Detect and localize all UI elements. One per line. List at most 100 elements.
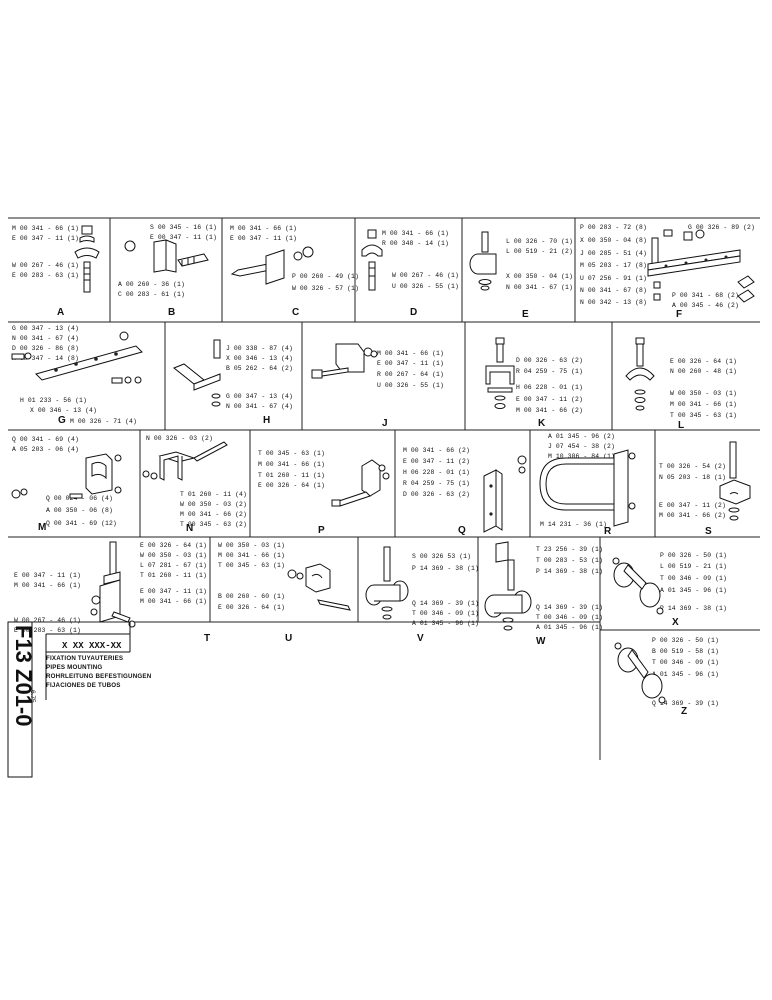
part-label: B 00 260 - 60 (1) [218, 593, 285, 600]
part-label: P 00 260 - 49 (1) [292, 273, 359, 280]
part-label: Q 14 369 - 39 (1) [536, 604, 603, 611]
part-label: E 00 347 - 11 (1) [377, 360, 444, 367]
part-label: U 00 326 - 55 (1) [392, 283, 459, 290]
panel-letter: B [168, 307, 176, 318]
part-label: M 00 341 - 66 (2) [180, 511, 247, 518]
part-label: Q 14 369 - 39 (1) [412, 600, 479, 607]
panel-letter: S [705, 526, 712, 537]
block-clamp-drawing [287, 563, 351, 611]
panel-letter: A [57, 307, 65, 318]
strip-clamp-drawing [483, 455, 527, 533]
part-label: E 00 347 - 11 (2) [403, 458, 470, 465]
part-label: T 00 345 - 63 (1) [670, 412, 737, 419]
angle-clamp-drawing [331, 459, 390, 507]
part-label: N 05 203 - 18 (1) [659, 474, 726, 481]
part-label: U 07 256 - 91 (1) [580, 275, 647, 282]
part-label: M 00 341 - 66 (1) [140, 598, 207, 605]
part-label: M 00 341 - 66 (2) [516, 407, 583, 414]
part-label: X 00 346 - 13 (4) [30, 407, 97, 414]
part-label: R 04 259 - 75 (1) [403, 480, 470, 487]
saddle-bracket-drawing [142, 441, 228, 481]
u-bolt-drawing [539, 449, 636, 527]
part-label: E 00 347 - 11 (1) [140, 588, 207, 595]
title-english: PIPES MOUNTING [46, 664, 103, 671]
title-spanish: FIJACIONES DE TUBOS [46, 682, 121, 689]
part-label: E 00 326 - 64 (1) [670, 358, 737, 365]
pipe-clamp-drawing [361, 229, 383, 291]
part-label: T 00 283 - 53 (1) [536, 557, 603, 564]
panel-letter: D [410, 307, 418, 318]
part-label: A 01 345 - 96 (1) [536, 624, 603, 631]
part-label: W 00 267 - 46 (1) [14, 617, 81, 624]
clamp-bracket-drawing [230, 246, 314, 285]
part-label: M 00 341 - 66 (1) [12, 225, 79, 232]
part-label: N 00 260 - 48 (1) [670, 368, 737, 375]
part-label: S 00 326 53 (1) [412, 553, 472, 560]
part-label: P 00 326 - 50 (1) [652, 637, 719, 644]
part-label: L 07 281 - 67 (1) [140, 562, 207, 569]
part-label: M 00 341 - 66 (1) [377, 350, 444, 357]
part-label: E 00 326 - 64 (1) [140, 542, 207, 549]
part-label: P 00 283 - 72 (8) [580, 224, 647, 231]
part-label: H 01 233 - 56 (1) [20, 397, 87, 404]
panel-letter: U [285, 633, 293, 644]
part-label: A 05 203 - 06 (4) [12, 446, 79, 453]
sheet-date: 6.75 [29, 690, 36, 703]
part-label: E 00 326 - 64 (1) [258, 482, 325, 489]
part-label: W 00 350 - 03 (1) [218, 542, 285, 549]
part-label: M 00 341 - 66 (1) [258, 461, 325, 468]
part-label: T 01 260 - 11 (4) [180, 491, 247, 498]
angle-bracket-drawing [173, 339, 221, 407]
part-label: H 06 228 - 01 (1) [516, 384, 583, 391]
part-label: M 05 203 - 17 (8) [580, 262, 647, 269]
double-pipe-clamp-drawing [614, 642, 666, 704]
part-label: T 00 346 - 09 (1) [536, 614, 603, 621]
part-label: G 00 326 - 89 (2) [688, 224, 755, 231]
part-label: T 00 345 - 63 (1) [258, 450, 325, 457]
clamp-block-drawing [311, 343, 378, 379]
part-label: S 00 345 - 16 (1) [150, 224, 217, 231]
part-label: T 23 256 - 39 (1) [536, 546, 603, 553]
part-label: M 00 341 - 66 (1) [14, 582, 81, 589]
pipe-clamp-drawing [625, 337, 655, 411]
part-label: X 00 350 - 04 (1) [506, 273, 573, 280]
part-label: R 04 259 - 75 (1) [516, 368, 583, 375]
part-label: L 00 519 - 21 (1) [660, 563, 727, 570]
part-label: W 00 267 - 46 (1) [12, 262, 79, 269]
panel-letter: M [38, 522, 47, 533]
part-label: N 00 341 - 67 (4) [12, 335, 79, 342]
part-label: P 00 341 - 68 (2) [672, 292, 739, 299]
part-label: P 14 369 - 38 (1) [660, 605, 727, 612]
part-label: N 00 326 - 03 (2) [146, 435, 213, 442]
part-label: E 00 347 - 11 (1) [14, 572, 81, 579]
pipe-clamp-drawing [74, 225, 100, 293]
double-clamp-drawing [11, 453, 122, 499]
part-label: A 00 260 - 36 (1) [118, 281, 185, 288]
panel-letter: H [263, 415, 271, 426]
part-label: E 00 347 - 11 (1) [150, 234, 217, 241]
part-label: A 00 345 - 46 (2) [672, 302, 739, 309]
panel-letter: Q [458, 525, 466, 536]
part-label: E 00 347 - 11 (1) [230, 235, 297, 242]
panel-letter: E [522, 309, 529, 320]
double-pipe-clamp-drawing [612, 557, 664, 615]
part-label: M 10 306 - 84 (1) [548, 453, 615, 460]
panel-letter: F [676, 309, 683, 320]
double-pipe-clamp-drawing [365, 546, 409, 620]
part-label: R 00 348 - 14 (1) [382, 240, 449, 247]
part-label: W 00 350 - 03 (1) [140, 552, 207, 559]
part-number-format: X XX XXX-XX [62, 641, 122, 651]
panel-letter: J [382, 418, 388, 429]
part-label: H 00 347 - 14 (8) [12, 355, 79, 362]
panel-letter: P [318, 525, 325, 536]
part-label: M 00 341 - 66 (2) [659, 512, 726, 519]
part-label: Q 00 341 - 69 (4) [12, 436, 79, 443]
pipe-clamp-drawing [469, 231, 497, 291]
part-label: T 01 260 - 11 (1) [140, 572, 207, 579]
part-label: J 00 338 - 87 (4) [226, 345, 293, 352]
part-label: Q 00 341 - 69 (12) [46, 520, 117, 527]
part-label: J 00 285 - 51 (4) [580, 250, 647, 257]
part-label: T 00 345 - 63 (1) [218, 562, 285, 569]
